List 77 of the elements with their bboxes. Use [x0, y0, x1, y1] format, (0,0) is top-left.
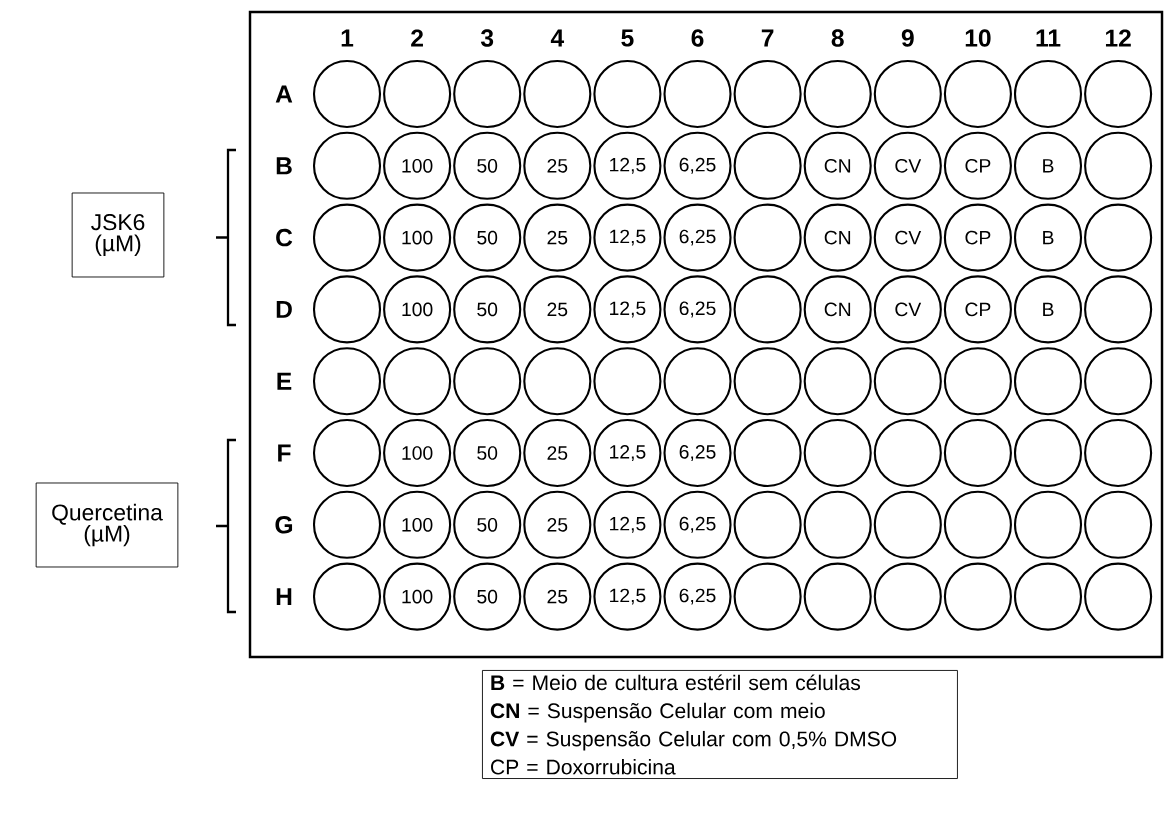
well-circle — [312, 59, 382, 129]
well-circle — [312, 131, 382, 200]
well-circle — [873, 562, 942, 631]
well-circle — [1084, 418, 1153, 488]
well-circle — [943, 418, 1012, 488]
well-circle — [943, 562, 1012, 631]
well-circle — [803, 562, 872, 631]
well-circle — [733, 347, 802, 416]
label-box: JSK6 (µM) — [71, 192, 165, 278]
column-number: 11 — [1036, 29, 1061, 47]
column-number: 4 — [550, 29, 565, 47]
well-circle — [733, 203, 802, 272]
row-letter: F — [278, 444, 291, 462]
well-circle — [1084, 203, 1153, 272]
well-circle — [312, 490, 382, 559]
column-number: 9 — [901, 29, 914, 47]
column-number: 7 — [761, 29, 774, 47]
well-circle — [312, 203, 382, 272]
legend-box: B = Meio de cultura estéril sem células CN = Suspensão Celular com meio CV = Suspensão Celular com 0,5% DMSO CP = Doxorrubicina — [482, 670, 958, 779]
well-circle — [873, 59, 942, 129]
well-circle — [1013, 59, 1083, 129]
column-number: 8 — [831, 29, 844, 47]
well-circle — [873, 347, 942, 416]
well-circle — [1084, 275, 1153, 344]
well-circle — [1084, 59, 1153, 129]
label-box: Quercetina (µM) — [35, 482, 179, 568]
well-circle — [383, 347, 452, 416]
column-number: 1 — [341, 29, 354, 47]
well-circle — [733, 275, 802, 344]
well-circle — [1013, 418, 1083, 488]
well-circle — [593, 347, 662, 416]
well-circle — [873, 490, 942, 559]
well-circle — [312, 418, 382, 488]
well-circle — [873, 418, 942, 488]
well-circle — [523, 347, 592, 416]
well-circle — [663, 59, 732, 129]
column-number: 2 — [411, 29, 423, 47]
column-number: 3 — [480, 29, 494, 47]
column-number: 6 — [691, 29, 704, 47]
well-circle — [312, 275, 382, 344]
well-circle — [943, 347, 1012, 416]
well-circle — [593, 59, 662, 129]
well-circle — [1084, 131, 1153, 200]
well-circle — [663, 347, 732, 416]
row-letter: C — [276, 228, 293, 247]
well-circle — [803, 490, 872, 559]
well-circle — [1084, 347, 1153, 416]
row-letter: H — [276, 588, 292, 606]
well-circle — [453, 347, 522, 416]
well-circle — [383, 59, 452, 129]
row-letter: A — [275, 85, 293, 103]
well-circle — [1013, 562, 1083, 631]
well-circle — [943, 59, 1012, 129]
well-circle — [523, 59, 592, 129]
row-letter: G — [275, 516, 293, 534]
well-circle — [733, 418, 802, 488]
well-circle — [1013, 347, 1083, 416]
column-number: 12 — [1105, 29, 1131, 47]
column-number: 10 — [965, 29, 991, 47]
well-circle — [803, 59, 872, 129]
well-circle — [1084, 490, 1153, 559]
row-letter: E — [277, 372, 292, 390]
well-circle — [312, 347, 382, 416]
row-letter: B — [276, 157, 292, 175]
column-number: 5 — [621, 29, 634, 47]
well-circle — [803, 418, 872, 488]
row-letter: D — [276, 300, 292, 318]
well-circle — [943, 490, 1012, 559]
well-circle — [453, 59, 522, 129]
well-circle — [1013, 490, 1083, 559]
well-circle — [1084, 562, 1153, 631]
well-circle — [803, 347, 872, 416]
well-circle — [733, 59, 802, 129]
well-circle — [733, 562, 802, 631]
well-circle — [733, 131, 802, 200]
well-circle — [733, 490, 802, 559]
well-circle — [312, 562, 382, 631]
